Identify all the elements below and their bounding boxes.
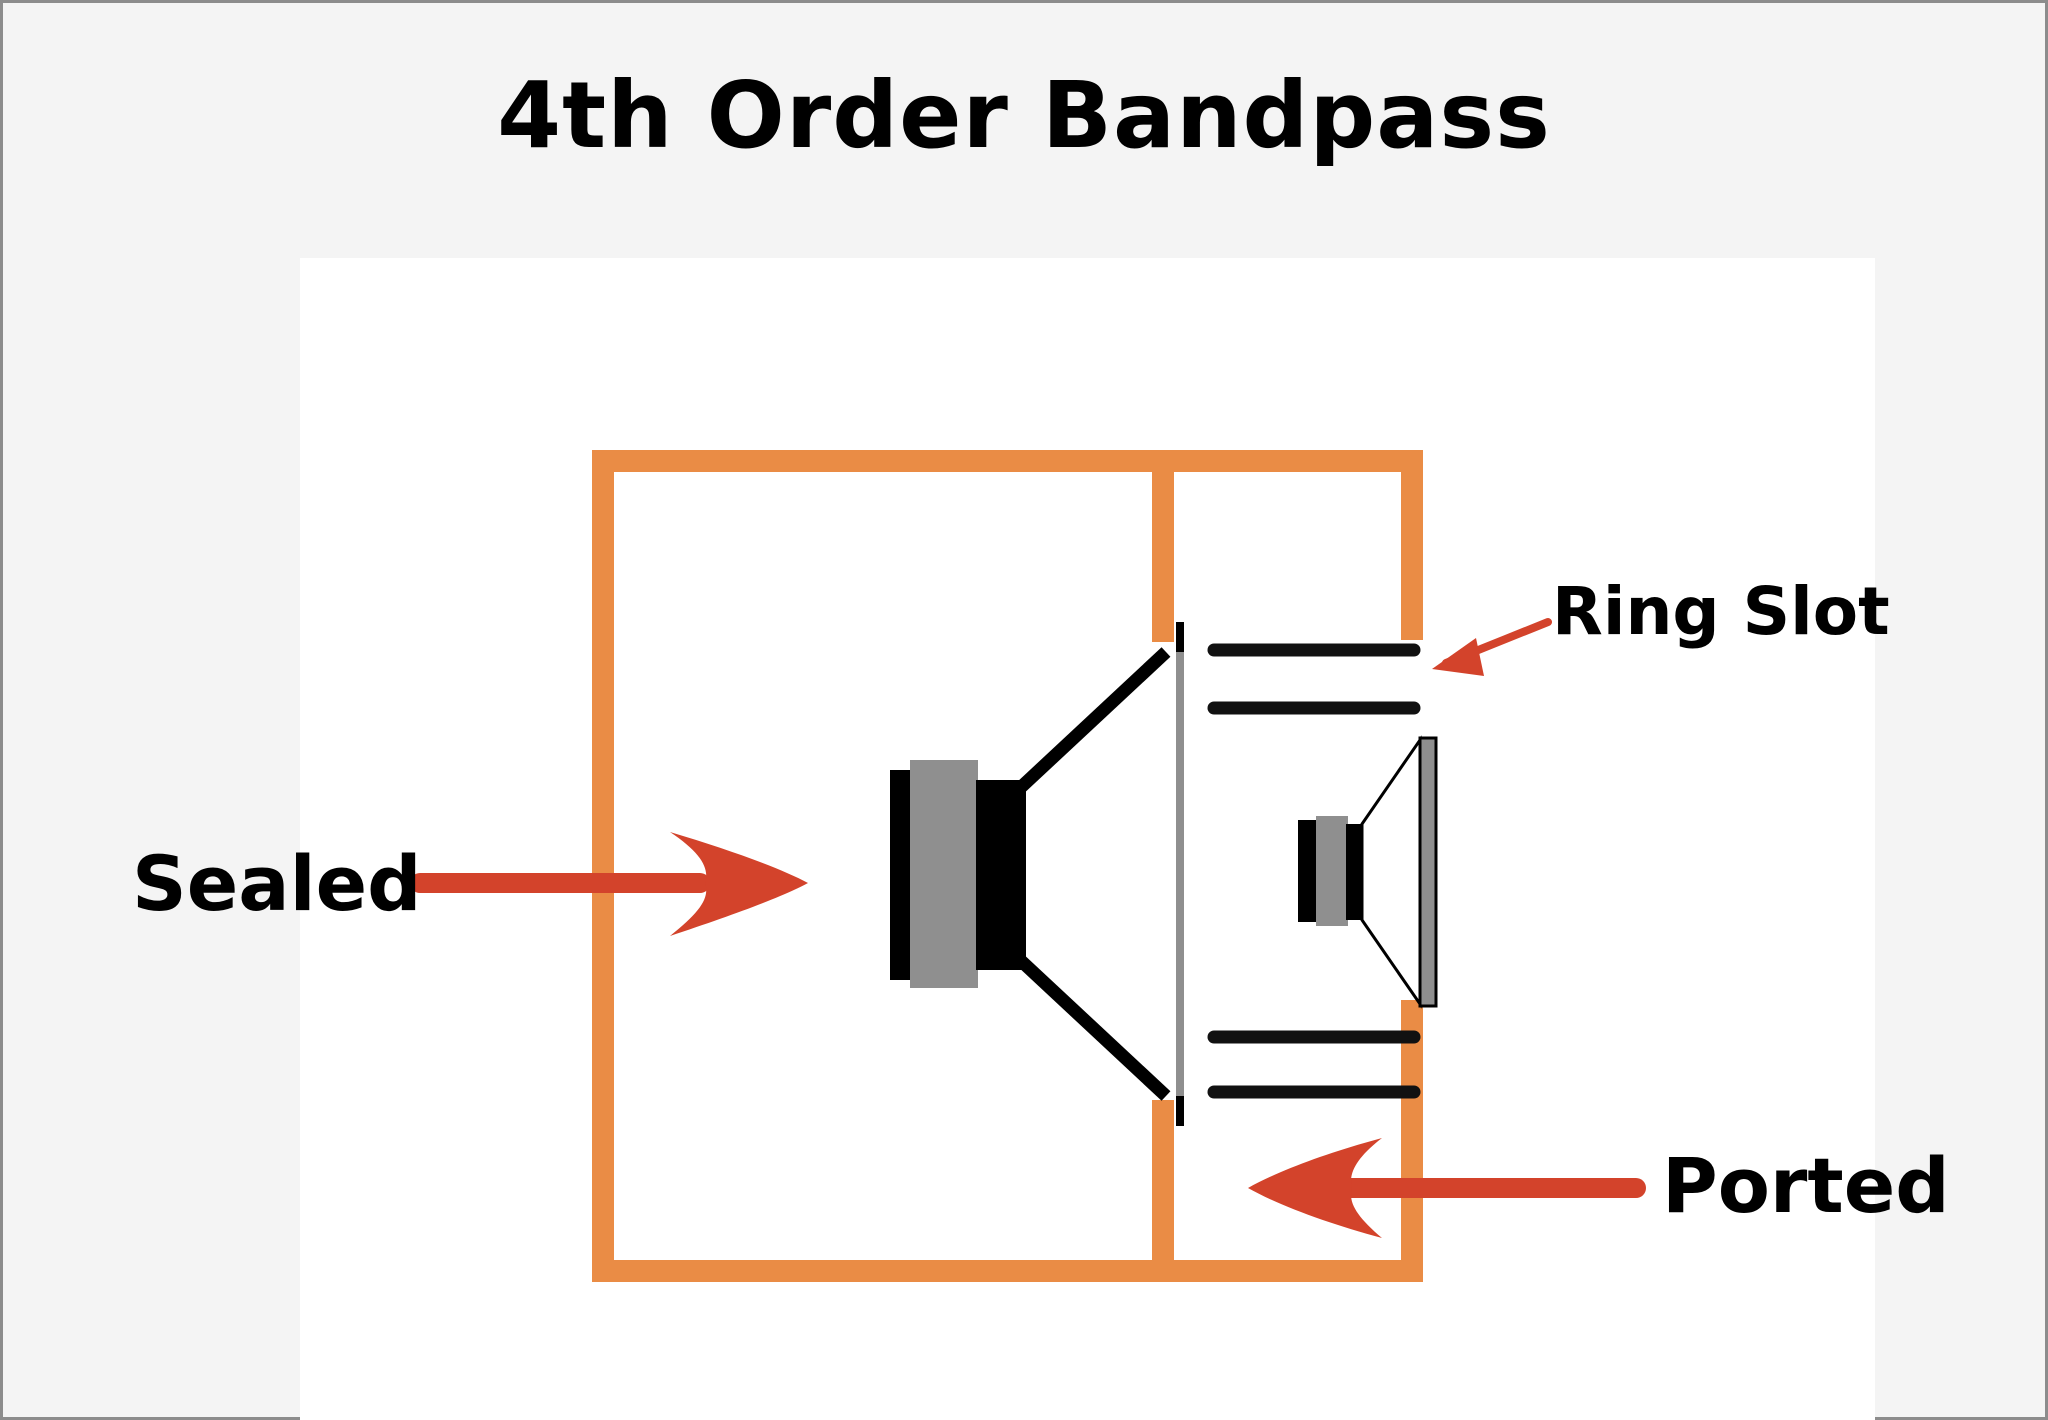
woofer-cone-upper [1013, 647, 1171, 795]
woofer-surround [1176, 645, 1184, 1103]
small-driver-magnet [1316, 816, 1348, 926]
ported-arrow-head [1248, 1138, 1382, 1238]
enclosure-left-wall [592, 450, 614, 1282]
ring-slot-port [1207, 643, 1421, 1099]
small-driver-cone [1360, 735, 1422, 1009]
woofer-edge-bottom [1176, 1096, 1184, 1126]
sealed-arrow-head [670, 832, 808, 936]
small-driver-surround [1418, 736, 1438, 1008]
sealed-label: Sealed [132, 839, 422, 928]
enclosure-right-wall-lower [1401, 1000, 1423, 1282]
woofer-magnet-back [890, 770, 912, 980]
ported-label: Ported [1662, 1141, 1950, 1230]
enclosure-top-wall [592, 450, 1423, 472]
enclosure [592, 450, 1423, 1282]
woofer [890, 622, 1184, 1126]
arrows [410, 618, 1646, 1238]
ring-slot-arrow-head [1432, 638, 1484, 676]
woofer-edge-top [1176, 622, 1184, 652]
small-driver-pole [1346, 824, 1362, 920]
enclosure-bottom-wall [592, 1260, 1423, 1282]
woofer-cone-lower [1013, 953, 1171, 1101]
woofer-magnet [910, 760, 978, 988]
enclosure-right-wall-upper [1401, 450, 1423, 640]
small-driver [1298, 735, 1438, 1009]
diagram-title: 4th Order Bandpass [497, 62, 1551, 169]
ring-slot-label: Ring Slot [1552, 573, 1890, 650]
baffle-upper [1152, 450, 1174, 642]
small-driver-magnet-back [1298, 820, 1318, 922]
baffle-lower [1152, 1100, 1174, 1282]
woofer-pole [976, 780, 1026, 970]
